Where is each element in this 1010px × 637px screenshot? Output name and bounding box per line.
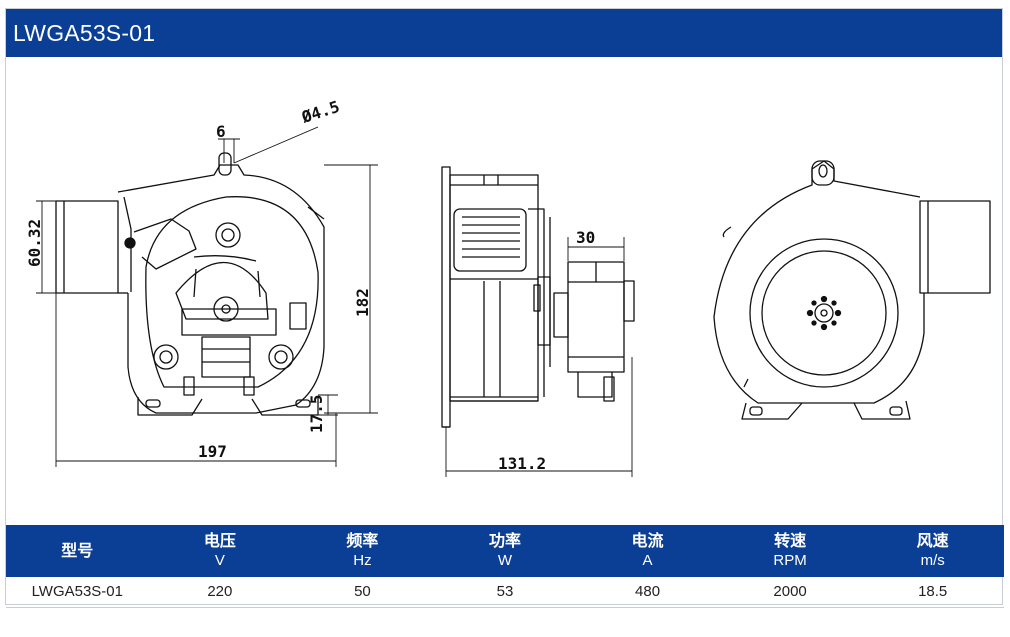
drawing-svg: 6 Ø4.5 60.32 182 17.5 197 131.2 30 bbox=[25, 97, 991, 477]
dim-outlet-height: 60.32 bbox=[25, 219, 44, 267]
rear-hub-bolts bbox=[806, 295, 842, 331]
cell-voltage: 220 bbox=[148, 577, 292, 608]
dim-total-height: 182 bbox=[353, 288, 372, 317]
dim-slot-width: 6 bbox=[216, 122, 226, 141]
dim-side-depth: 131.2 bbox=[498, 454, 546, 473]
side-view bbox=[441, 166, 635, 428]
dim-motor-width: 30 bbox=[576, 228, 595, 247]
dim-foot-height: 17.5 bbox=[307, 394, 326, 433]
dim-hole-diameter: Ø4.5 bbox=[298, 97, 341, 127]
front-view bbox=[55, 152, 325, 416]
cell-current: 480 bbox=[576, 577, 719, 608]
cell-speed: 2000 bbox=[718, 577, 862, 608]
title-bar: LWGA53S-01 bbox=[6, 9, 1002, 57]
cell-model: LWGA53S-01 bbox=[6, 577, 149, 608]
header-model: 型号 bbox=[61, 542, 94, 560]
cell-air-speed: 18.5 bbox=[861, 577, 1004, 608]
cell-power: 53 bbox=[433, 577, 577, 608]
rear-view bbox=[713, 160, 991, 420]
technical-drawing: 6 Ø4.5 60.32 182 17.5 197 131.2 30 bbox=[6, 57, 1004, 527]
front-dims bbox=[36, 126, 378, 467]
cell-frequency: 50 bbox=[291, 577, 434, 608]
side-dims bbox=[445, 237, 633, 477]
table-row: LWGA53S-01 220 50 53 480 2000 18.5 bbox=[6, 577, 1004, 608]
spec-sheet: LWGA53S-01 bbox=[5, 8, 1004, 608]
page-title: LWGA53S-01 bbox=[13, 19, 156, 46]
dim-total-width: 197 bbox=[198, 442, 227, 461]
